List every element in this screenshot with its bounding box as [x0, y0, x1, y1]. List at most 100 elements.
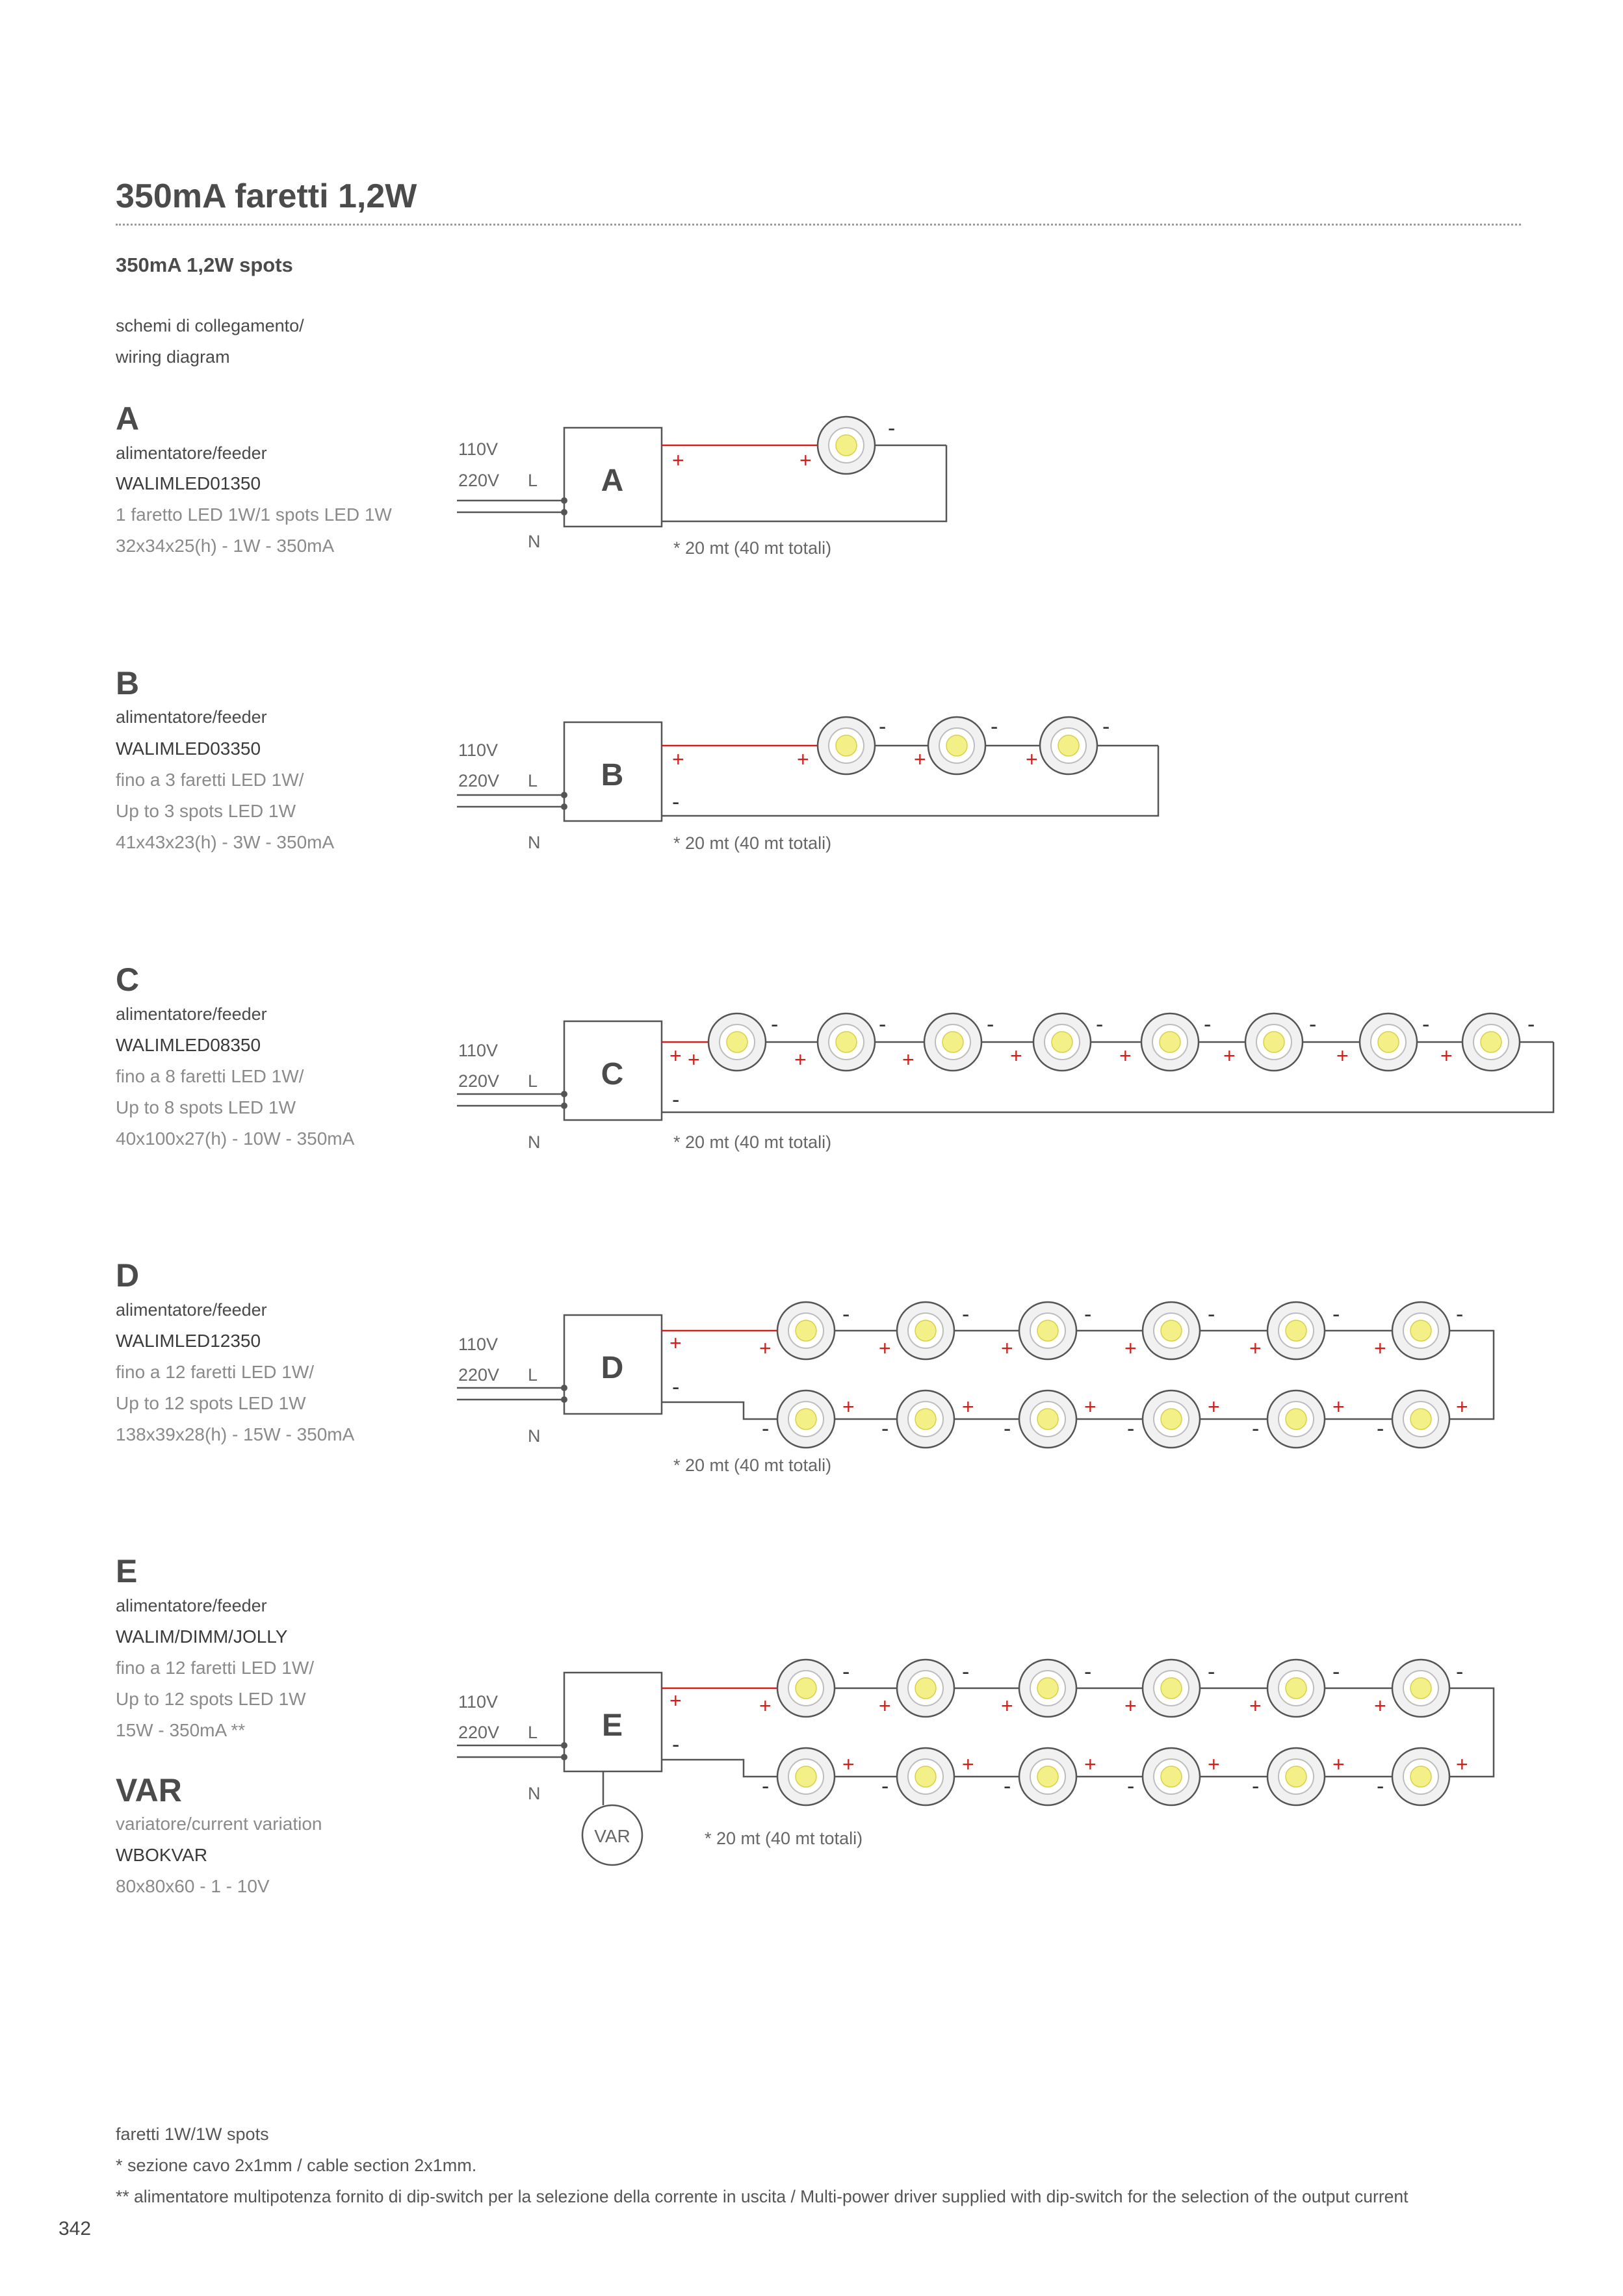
section-b-line1: fino a 3 faretti LED 1W/: [116, 770, 304, 790]
section-a-line2: 32x34x25(h) - 1W - 350mA: [116, 536, 335, 556]
page-title: 350mA faretti 1,2W: [116, 177, 417, 215]
feeder-box-label: A: [601, 463, 624, 498]
cable-note: * 20 mt (40 mt totali): [705, 1829, 863, 1848]
plus-sign: +: [1332, 1753, 1345, 1776]
plus-sign: +: [799, 449, 812, 472]
minus-sign: -: [762, 1416, 769, 1441]
led-spot: [707, 1012, 767, 1072]
minus-sign: -: [888, 416, 895, 441]
led-spot: [1266, 1658, 1326, 1718]
minus-sign: -: [672, 1088, 679, 1112]
label-110v: 110V: [458, 740, 498, 760]
minus-sign: -: [1004, 1416, 1011, 1441]
label-l: L: [528, 1365, 538, 1385]
intro-line-1: schemi di collegamento/: [116, 316, 304, 335]
plus-sign: +: [962, 1395, 974, 1418]
led-spot: [896, 1658, 955, 1718]
plus-sign: +: [794, 1048, 807, 1071]
section-b-line3: 41x43x23(h) - 3W - 350mA: [116, 832, 335, 852]
led-spot: [896, 1301, 955, 1361]
minus-sign: -: [771, 1012, 778, 1037]
plus-sign: +: [1001, 1694, 1013, 1717]
section-a-letter: A: [116, 400, 140, 437]
diagram-a: A 110V 220V L N + + - * 20 mt (40 mt tot…: [457, 415, 948, 558]
minus-sign: -: [1208, 1302, 1215, 1327]
return-wire: [662, 1758, 777, 1778]
led-spot: [816, 1012, 876, 1072]
led-spot: [1266, 1747, 1326, 1807]
feeder-box-label: B: [601, 758, 624, 792]
minus-sign: -: [842, 1660, 850, 1684]
plus-sign: +: [1119, 1044, 1132, 1067]
minus-sign: -: [1252, 1774, 1259, 1799]
label-220v: 220V: [458, 771, 499, 790]
minus-sign: -: [1127, 1416, 1134, 1441]
feeder-box-label: C: [601, 1057, 624, 1091]
led-spot: [1461, 1012, 1521, 1072]
section-e-code: WALIM/DIMM/JOLLY: [116, 1626, 288, 1647]
plus-sign: +: [1001, 1337, 1013, 1360]
footer-line-1: faretti 1W/1W spots: [116, 2124, 269, 2144]
page-number: 342: [58, 2218, 92, 2239]
led-spot: [1266, 1389, 1326, 1449]
footer-line-2: * sezione cavo 2x1mm / cable section 2x1…: [116, 2156, 477, 2175]
led-spot: [1358, 1012, 1418, 1072]
led-spot: [776, 1301, 836, 1361]
plus-sign: +: [1208, 1753, 1220, 1776]
return-wire: [662, 1042, 1555, 1114]
minus-sign: -: [1127, 1774, 1134, 1799]
section-e-letter: E: [116, 1553, 138, 1589]
return-wire: [662, 1401, 777, 1420]
label-220v: 220V: [458, 471, 499, 490]
plus-sign: +: [669, 1331, 682, 1355]
led-spot: [1391, 1747, 1451, 1807]
plus-sign: +: [759, 1337, 772, 1360]
section-c-feeder: alimentatore/feeder: [116, 1004, 267, 1024]
minus-sign: -: [842, 1302, 850, 1327]
section-e-line3: 15W - 350mA **: [116, 1720, 246, 1740]
section-b-line2: Up to 3 spots LED 1W: [116, 801, 296, 821]
minus-sign: -: [1208, 1660, 1215, 1684]
minus-sign: -: [1332, 1660, 1340, 1684]
var-controller: [581, 1804, 643, 1866]
plus-sign: +: [1124, 1694, 1137, 1717]
feeder-box: [563, 1314, 663, 1415]
minus-sign: -: [1102, 714, 1110, 739]
label-110v: 110V: [458, 1335, 498, 1354]
minus-sign: -: [879, 714, 886, 739]
var-title: VAR: [116, 1772, 182, 1808]
label-l: L: [528, 471, 538, 490]
section-d-letter: D: [116, 1257, 140, 1294]
minus-sign: -: [1084, 1302, 1091, 1327]
minus-sign: -: [879, 1012, 886, 1037]
plus-sign: +: [842, 1395, 855, 1418]
plus-sign: +: [914, 748, 926, 771]
var-dims: 80x80x60 - 1 - 10V: [116, 1876, 270, 1896]
plus-sign: +: [1208, 1395, 1220, 1418]
plus-sign: +: [1332, 1395, 1345, 1418]
led-spot: [1141, 1301, 1201, 1361]
led-spot: [1141, 1747, 1201, 1807]
plus-sign: +: [1223, 1044, 1236, 1067]
plus-sign: +: [672, 449, 684, 472]
led-spot: [1140, 1012, 1200, 1072]
led-spot: [1244, 1012, 1304, 1072]
minus-sign: -: [1332, 1302, 1340, 1327]
led-spot: [1032, 1012, 1092, 1072]
plus-sign: +: [1084, 1395, 1097, 1418]
section-a-line1: 1 faretto LED 1W/1 spots LED 1W: [116, 504, 392, 525]
plus-sign: +: [1084, 1753, 1097, 1776]
minus-sign: -: [1084, 1660, 1091, 1684]
plus-sign: +: [1249, 1694, 1262, 1717]
var-label: variatore/current variation: [116, 1814, 322, 1834]
minus-sign: -: [991, 714, 998, 739]
led-spot: [1391, 1301, 1451, 1361]
feeder-box-label: D: [601, 1351, 624, 1385]
led-spot: [1018, 1658, 1078, 1718]
plus-sign: +: [1026, 748, 1038, 771]
plus-sign: +: [902, 1048, 915, 1071]
minus-sign: -: [962, 1302, 969, 1327]
led-spot: [1391, 1658, 1451, 1718]
plus-sign: +: [759, 1694, 772, 1717]
led-spot: [896, 1747, 955, 1807]
